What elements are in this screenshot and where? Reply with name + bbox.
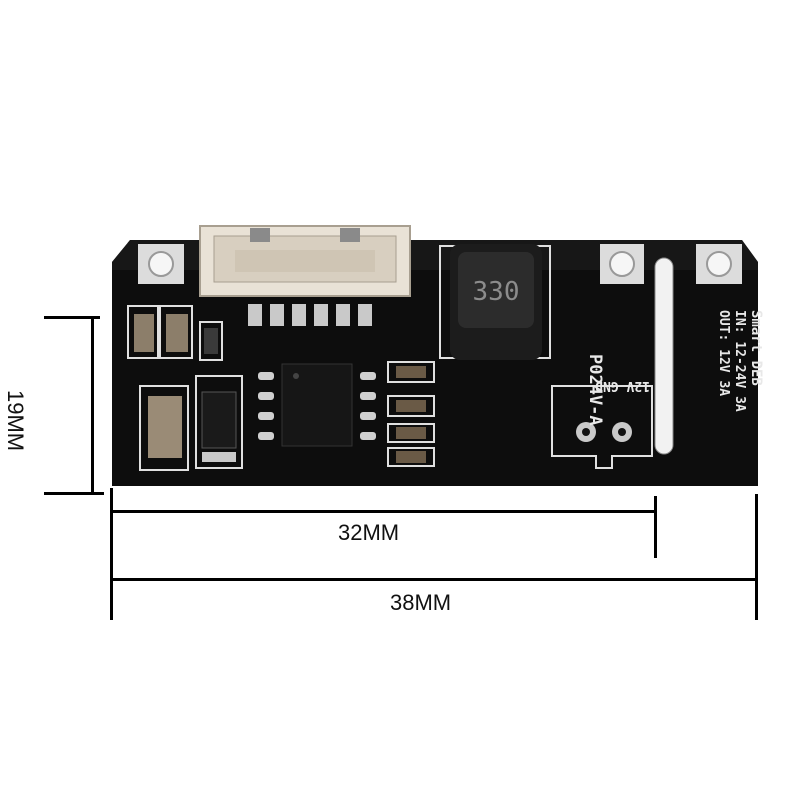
capacitor-2 bbox=[159, 305, 193, 359]
inner-width-line bbox=[112, 510, 656, 513]
outer-width-line bbox=[112, 578, 758, 581]
board-slot bbox=[654, 257, 674, 455]
height-label: 19MM bbox=[3, 390, 28, 452]
diode bbox=[195, 375, 243, 469]
height-dim-bottom-tick bbox=[44, 492, 104, 495]
mounting-hole-right-2 bbox=[696, 244, 742, 284]
resistor-small bbox=[199, 321, 223, 361]
silk-input: IN: 12-24V 3A bbox=[732, 310, 747, 412]
inductor: 330 bbox=[439, 244, 551, 360]
mounting-hole-left bbox=[138, 244, 184, 284]
silk-output: OUT: 12V 3A bbox=[716, 310, 731, 396]
inner-width-left-tick bbox=[110, 488, 113, 620]
outer-width-right-tick bbox=[755, 494, 758, 620]
capacitor-large bbox=[139, 385, 189, 471]
silk-part-number: P024V-A bbox=[585, 354, 605, 426]
inductor-marking: 330 bbox=[473, 277, 520, 307]
silk-pins: 12V GND bbox=[595, 378, 650, 393]
height-dim-top-tick bbox=[44, 316, 100, 319]
output-terminal bbox=[551, 385, 653, 469]
jst-connector bbox=[199, 225, 411, 297]
outer-width-label: 38MM bbox=[390, 590, 452, 615]
silk-brand: Smart DEB bbox=[748, 310, 764, 386]
inner-width-label: 32MM bbox=[338, 520, 400, 545]
capacitor-1 bbox=[127, 305, 159, 359]
connector-pads bbox=[248, 304, 372, 326]
inner-width-right-tick bbox=[654, 496, 657, 558]
height-dim-line bbox=[91, 316, 94, 494]
smd-resistors bbox=[387, 361, 435, 467]
ic-chip bbox=[258, 363, 376, 447]
mounting-hole-right-1 bbox=[600, 244, 644, 284]
